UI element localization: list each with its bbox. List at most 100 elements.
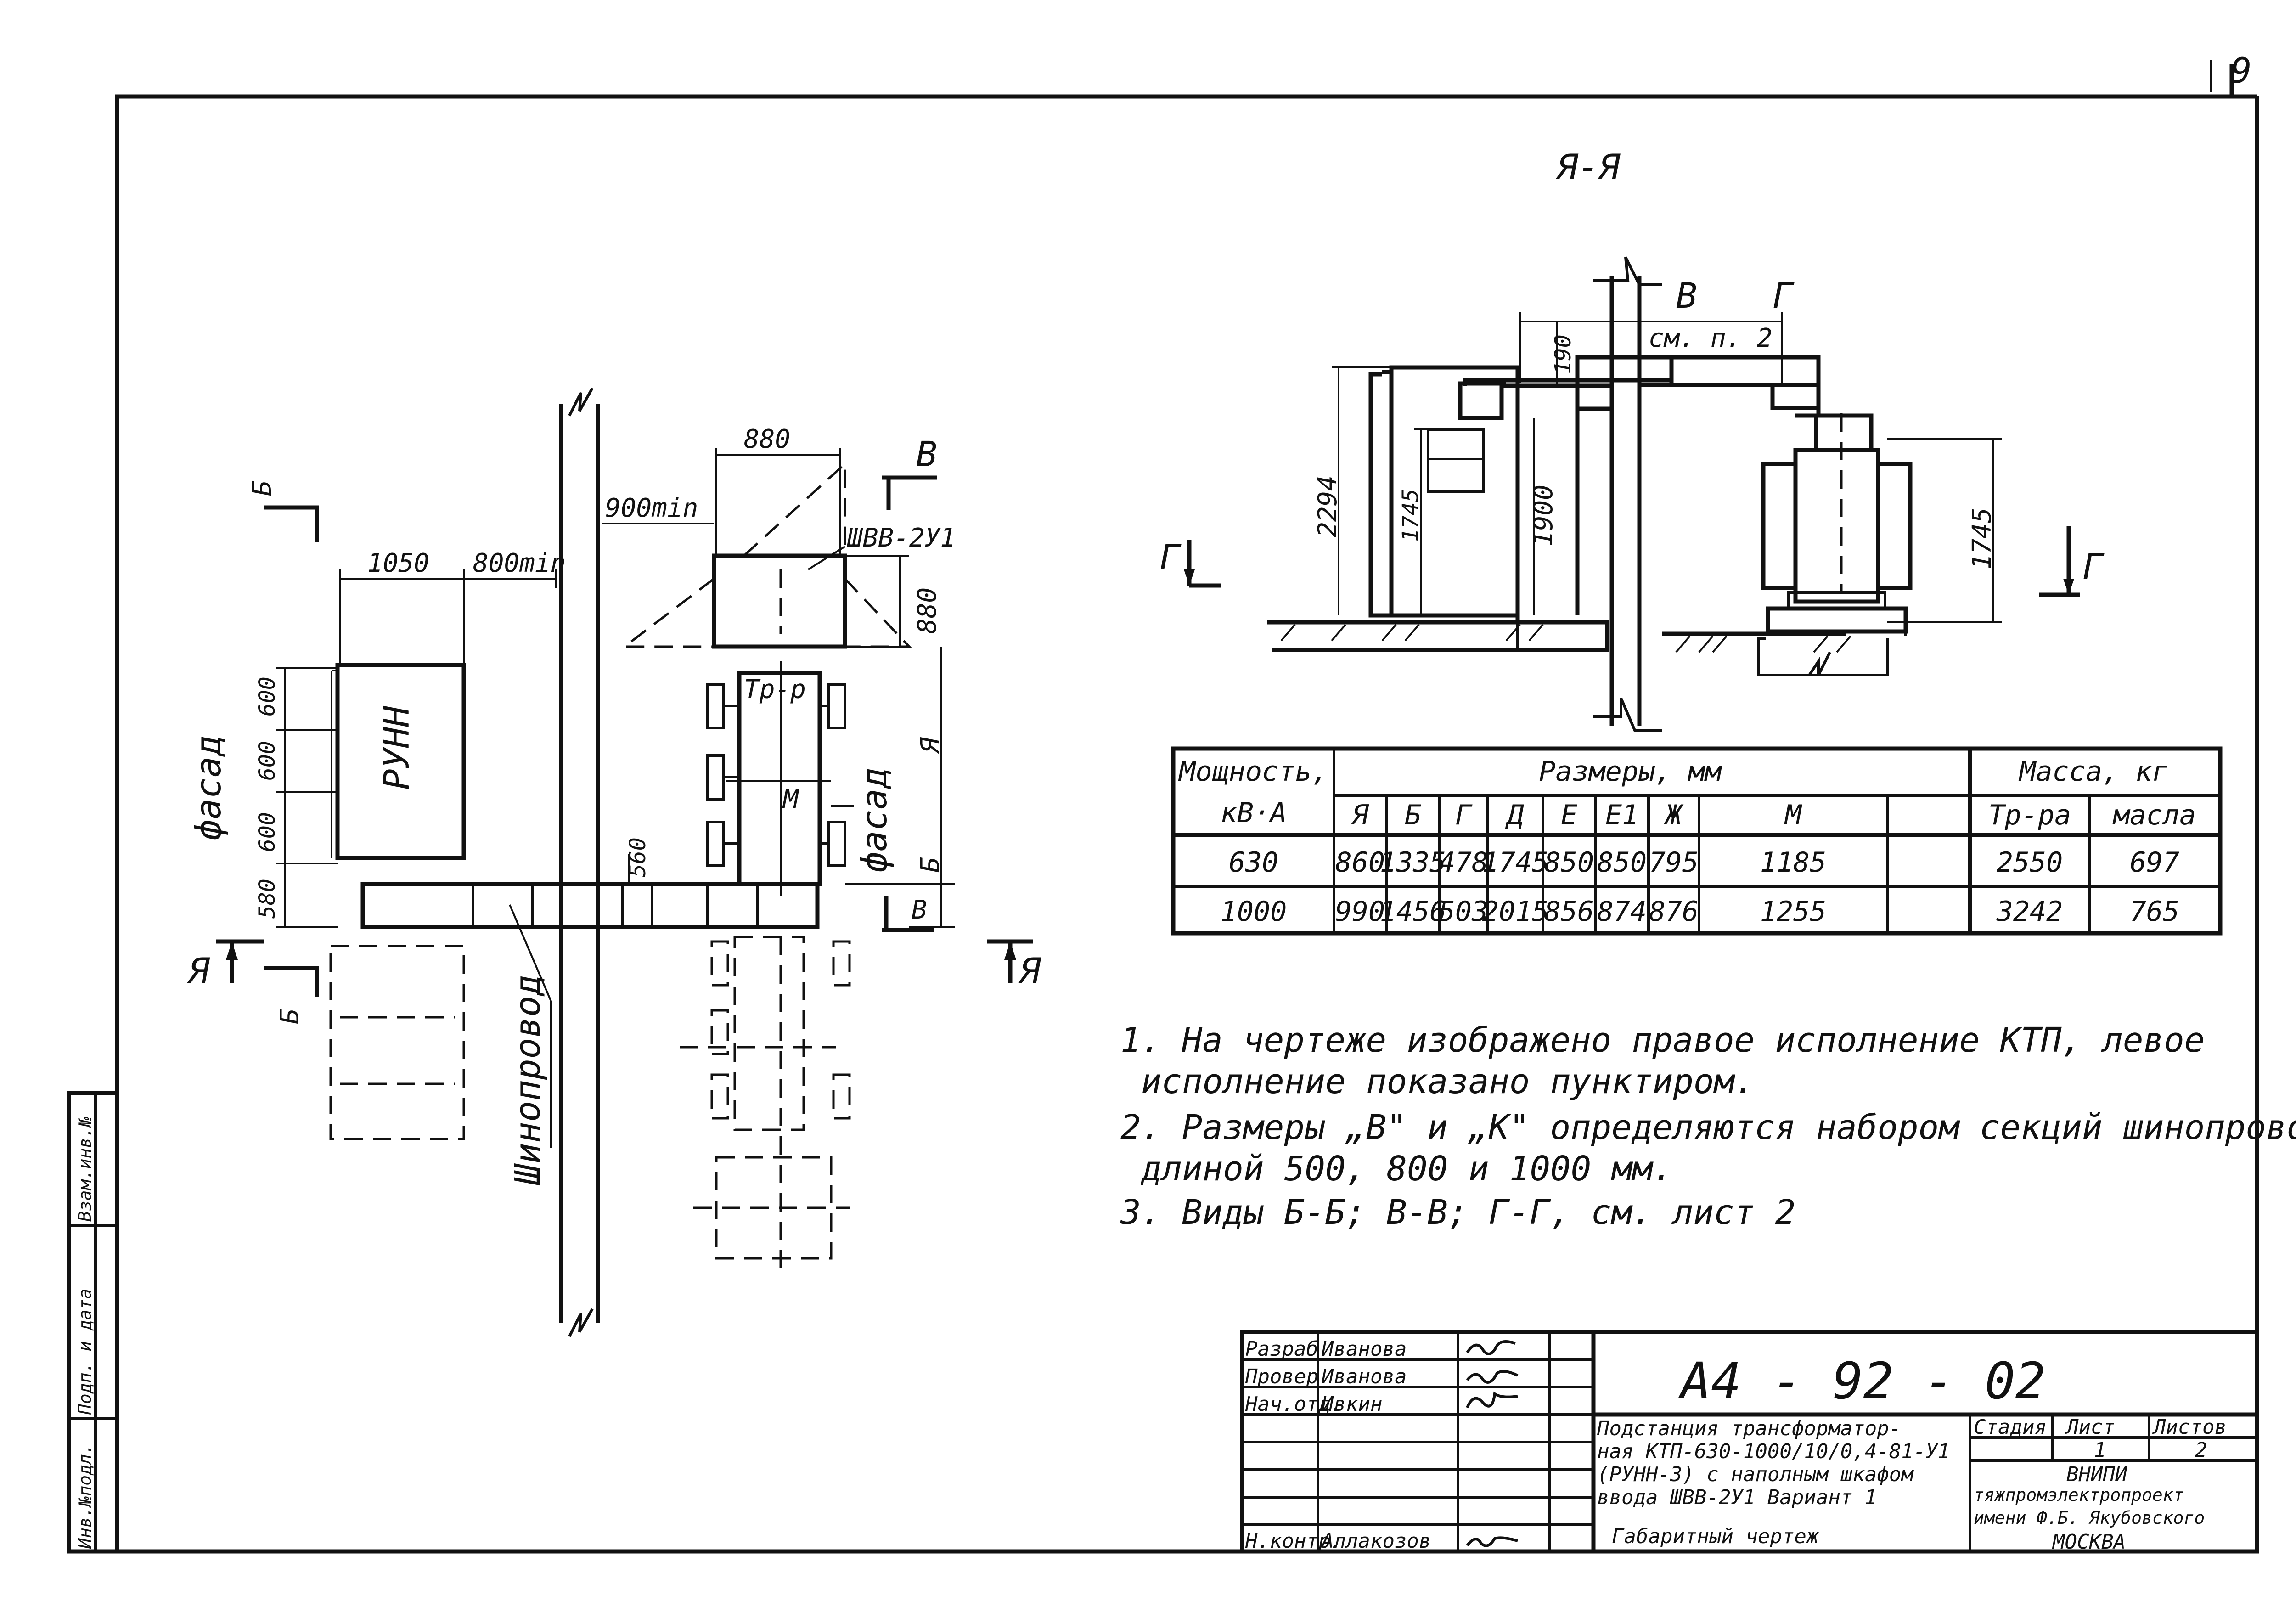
- m-label: М: [782, 785, 799, 815]
- title-block: Разраб. Провер. Нач.отд. Н.контр. Иванов…: [1240, 1330, 2259, 1554]
- table-cell: 795: [1649, 846, 1699, 879]
- shvv-label: ШВВ-2У1: [847, 523, 956, 553]
- signature-mark: [1466, 1340, 1516, 1355]
- facade-left: фасад: [188, 735, 229, 840]
- table-cell: 1255: [1760, 896, 1827, 928]
- org-line: ВНИПИ: [2066, 1463, 2127, 1486]
- dim-v-note: см. п. 2: [1649, 323, 1773, 353]
- th-power-unit: кВ·А: [1221, 797, 1287, 829]
- table-cell: 860: [1335, 846, 1385, 879]
- data-table: Мощность, кВ·А Размеры, мм Масса, кг Я Б…: [1171, 746, 2223, 936]
- dim-ya: Я: [916, 737, 945, 754]
- table-cell: 1185: [1760, 846, 1827, 879]
- table-cell: 503: [1439, 896, 1488, 928]
- dim-800min: 800min: [473, 548, 566, 578]
- busbar-channel: [360, 882, 820, 929]
- name-n-kontr: Аллакозов: [1320, 1529, 1431, 1553]
- role-n-kontr: Н.контр.: [1245, 1529, 1343, 1553]
- col-zh: Ж: [1664, 799, 1684, 831]
- sheets-value: 2: [2195, 1438, 2207, 1462]
- sheet-value: 1: [2094, 1438, 2106, 1462]
- table-cell: 990: [1335, 896, 1385, 928]
- col-tr: Тр-ра: [1988, 799, 2071, 831]
- dim-1745-right: 1745: [1967, 507, 1997, 569]
- transformer: [737, 671, 822, 886]
- sheet-frame: 9: [115, 50, 2259, 1554]
- desc-line: ввода ШВВ-2У1 Вариант 1: [1597, 1486, 1877, 1509]
- plan-view: РУНН 1050 800min 600 600 600 580 фасад 5…: [187, 387, 1041, 1337]
- desc-line: (РУНН-3) с наполным шкафом: [1597, 1463, 1914, 1486]
- note-line: исполнение показано пунктиром.: [1141, 1062, 1755, 1101]
- col-g: Г: [1455, 799, 1473, 831]
- table-cell: 850: [1544, 846, 1594, 879]
- dim-600c: 600: [254, 812, 280, 852]
- cut-ya-left: Я: [187, 950, 210, 991]
- trp-label: Тр-р: [744, 675, 806, 705]
- table-cell: 1456: [1380, 896, 1446, 928]
- cut-g-right: Г: [2082, 546, 2105, 587]
- desc-line: ная КТП-630-1000/10/0,4-81-У1: [1597, 1440, 1950, 1463]
- sheets-label: Листов: [2152, 1415, 2227, 1439]
- table-cell: 697: [2130, 846, 2179, 879]
- sheet-label: Лист: [2065, 1415, 2115, 1439]
- cut-g-left: Г: [1159, 537, 1182, 578]
- role-razrab: Разраб.: [1245, 1337, 1330, 1361]
- table-cell: 1745: [1482, 846, 1549, 879]
- org-line: МОСКВА: [2052, 1530, 2126, 1554]
- dim-560: 560: [625, 837, 651, 877]
- cut-v-top: В: [916, 434, 937, 474]
- role-nach-otd: Нач.отд.: [1245, 1392, 1343, 1416]
- dim-1050: 1050: [367, 548, 429, 578]
- table-cell: 2550: [1997, 846, 2063, 879]
- desc-line: Подстанция трансформатор-: [1597, 1417, 1901, 1440]
- note-line: 3. Виды Б-Б; В-В; Г-Г, см. лист 2: [1120, 1193, 1795, 1232]
- doc-code: А4 - 92 - 02: [1678, 1352, 2046, 1410]
- col-e1: Е1: [1605, 799, 1638, 831]
- sheet-number: 9: [2231, 50, 2252, 91]
- section-title: Я-Я: [1555, 147, 1621, 187]
- dim-b: Б: [916, 857, 945, 873]
- notes: 1. На чертеже изображено правое исполнен…: [1120, 1020, 2296, 1232]
- dim-600a: 600: [254, 676, 280, 716]
- signature-mark: [1466, 1536, 1518, 1547]
- signature-mark: [1466, 1391, 1518, 1409]
- col-d: Д: [1505, 799, 1524, 831]
- cut-ya-right: Я: [1018, 950, 1041, 991]
- runn-cabinet: [335, 663, 466, 860]
- dim-190: 190: [1550, 334, 1576, 374]
- note-line: длиной 500, 800 и 1000 мм.: [1140, 1149, 1673, 1189]
- col-ya: Я: [1351, 799, 1369, 831]
- left-stamp-strip: Инв.№подл. Подп. и дата Взам.инв.№: [67, 1091, 119, 1554]
- col-m: М: [1784, 799, 1802, 831]
- table-cell: 2015: [1482, 896, 1549, 928]
- stage-label: Стадия: [1974, 1415, 2047, 1439]
- table-cell: 1335: [1380, 846, 1446, 879]
- th-dims: Размеры, мм: [1539, 755, 1722, 788]
- busbar-label: Шинопровод: [507, 975, 548, 1186]
- stamp-inv-podl: Инв.№подл.: [75, 1443, 95, 1549]
- facade-right: фасад: [854, 767, 895, 873]
- runn-label: РУНН: [376, 705, 417, 790]
- name-prover: Иванова: [1321, 1365, 1407, 1388]
- org-line: имени Ф.Б. Якубовского: [1974, 1508, 2205, 1528]
- dim-900min: 900min: [605, 493, 698, 523]
- col-e: Е: [1561, 799, 1577, 831]
- cut-b-bottom: Б: [275, 1009, 305, 1024]
- dim-580: 580: [254, 879, 280, 919]
- stamp-podp-data: Подп. и дата: [75, 1288, 95, 1415]
- table-cell: 856: [1544, 896, 1594, 928]
- role-prover: Провер.: [1245, 1365, 1330, 1388]
- table-cell: 876: [1649, 896, 1699, 928]
- cut-v-bottom: В: [912, 895, 927, 925]
- dim-600b: 600: [254, 741, 280, 781]
- table-cell: 874: [1597, 896, 1647, 928]
- dim-1900: 1900: [1529, 485, 1559, 547]
- table-row: 1000: [1221, 896, 1287, 928]
- stamp-vzam-inv: Взам.инв.№: [75, 1116, 95, 1222]
- signature-mark: [1466, 1370, 1519, 1384]
- table-cell: 478: [1439, 846, 1488, 879]
- note-line: 1. На чертеже изображено правое исполнен…: [1120, 1020, 2205, 1060]
- name-nach-otd: Ивкин: [1321, 1392, 1382, 1416]
- org-line: тяжпромэлектропроект: [1974, 1485, 2184, 1505]
